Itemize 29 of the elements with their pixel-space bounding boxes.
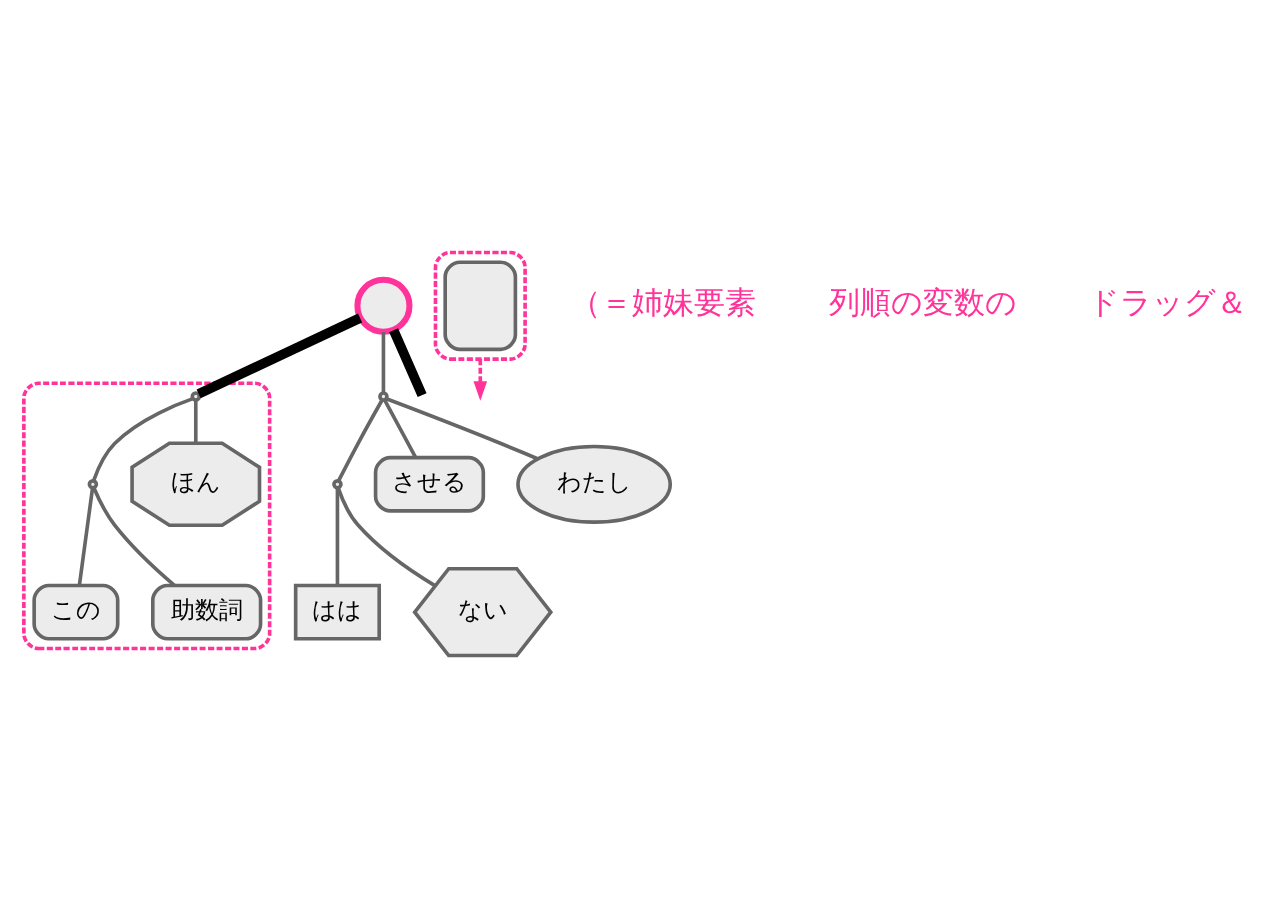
cluster <box>22 381 272 651</box>
node-box: 助数詞 <box>151 583 263 641</box>
node-dot <box>332 479 343 490</box>
connector <box>385 397 539 461</box>
label: （＝姉妹要素 <box>570 284 757 321</box>
connector <box>383 398 418 459</box>
connector <box>92 487 176 587</box>
connector <box>335 488 340 585</box>
connector <box>389 328 427 398</box>
connector <box>336 487 437 588</box>
connector <box>91 396 194 482</box>
connector <box>336 398 384 482</box>
node-box: させる <box>373 455 486 513</box>
connector <box>77 487 95 586</box>
node-box: はは <box>293 583 381 641</box>
node-dot <box>87 479 99 490</box>
arrow <box>473 359 488 401</box>
node-ellipse: わたし <box>516 444 673 524</box>
connector <box>196 313 363 399</box>
label: ドラッグ＆ <box>1088 284 1248 321</box>
node-dot <box>190 391 202 402</box>
node-box <box>443 260 518 352</box>
cluster <box>433 250 527 361</box>
connector <box>381 332 386 393</box>
node-dot <box>378 391 389 402</box>
label: 列順の変数の <box>829 284 1018 321</box>
connector <box>193 400 198 444</box>
node-box: この <box>32 583 120 641</box>
node-circle <box>354 276 413 335</box>
